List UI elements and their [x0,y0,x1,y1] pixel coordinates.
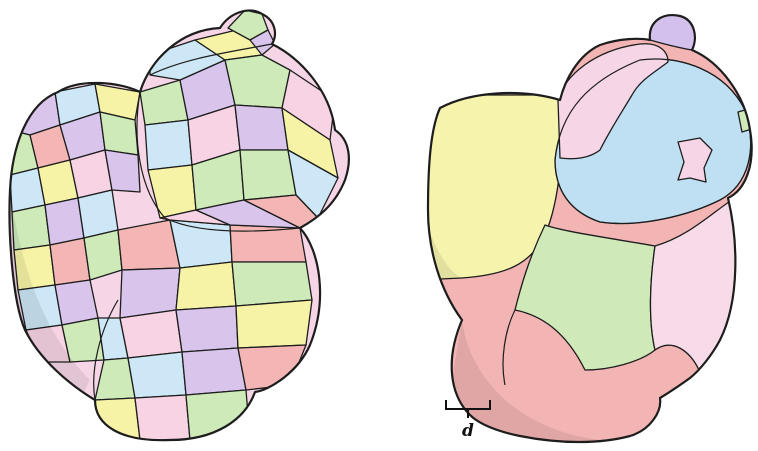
scale-bar-label: d [462,421,474,441]
over-segmented-model [0,0,380,451]
coarse-segmented-model [400,0,758,451]
